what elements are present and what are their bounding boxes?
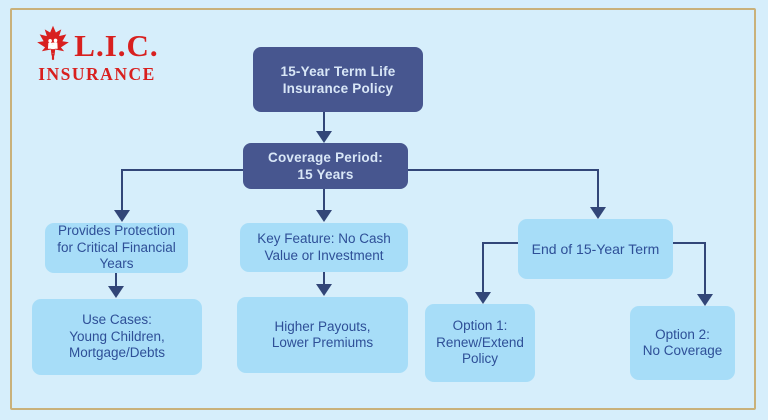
arrowhead-protection	[114, 210, 130, 222]
arrowhead-option2	[697, 294, 713, 306]
logo-name: INSURANCE	[38, 64, 156, 84]
connector-endterm-option2	[673, 242, 706, 295]
node-option1-renew: Option 1: Renew/Extend Policy	[425, 304, 535, 382]
node-option2-no-coverage: Option 2: No Coverage	[630, 306, 735, 380]
connector-coverage-protection	[121, 169, 243, 211]
arrowhead-keyfeature	[316, 210, 332, 222]
arrowhead-endterm	[590, 207, 606, 219]
node-end-of-term: End of 15-Year Term	[518, 219, 673, 279]
arrowhead-usecases	[108, 286, 124, 298]
arrowhead-payouts	[316, 284, 332, 296]
node-higher-payouts: Higher Payouts, Lower Premiums	[237, 297, 408, 373]
arrowhead-option1	[475, 292, 491, 304]
connector-coverage-endterm	[408, 169, 599, 208]
logo-acronym: L.I.C.	[74, 27, 159, 63]
lic-insurance-logo: L.I.C. INSURANCE	[27, 25, 167, 85]
connector-endterm-option1	[482, 242, 518, 293]
maple-leaf-icon	[35, 25, 71, 66]
node-use-cases: Use Cases: Young Children, Mortgage/Debt…	[32, 299, 202, 375]
node-policy-title: 15-Year Term Life Insurance Policy	[253, 47, 423, 112]
node-coverage-period: Coverage Period: 15 Years	[243, 143, 408, 189]
node-provides-protection: Provides Protection for Critical Financi…	[45, 223, 188, 273]
arrowhead-coverage	[316, 131, 332, 143]
node-key-feature: Key Feature: No Cash Value or Investment	[240, 223, 408, 272]
